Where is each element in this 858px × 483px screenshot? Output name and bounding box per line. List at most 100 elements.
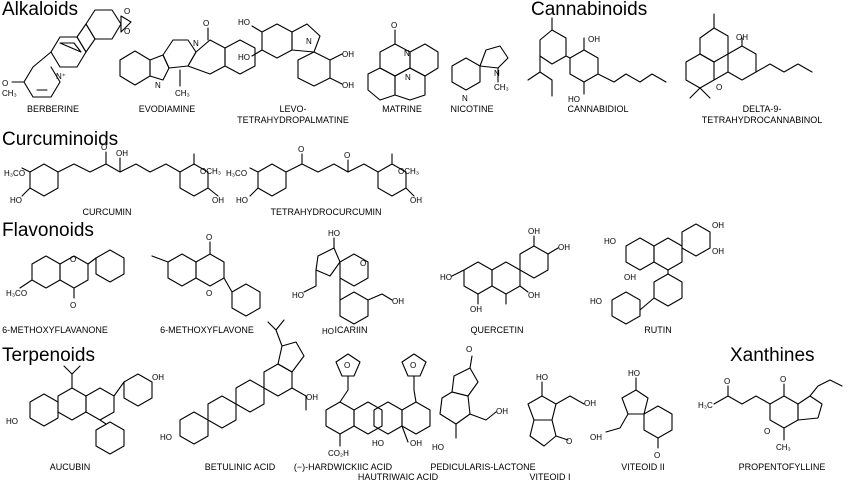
compound-name: 6-METHOXYFLAVONE <box>160 325 254 335</box>
compound-name: TETRAHYDROPALMATINE <box>237 115 349 125</box>
atom-oh: OH <box>590 433 602 442</box>
atom-ho: HO <box>604 237 616 246</box>
atom-o: O <box>124 27 130 36</box>
atom-o: O <box>70 255 76 264</box>
atom-h3c: H₃C <box>698 401 713 410</box>
structure-hautriwaic-acid: O OH HO <box>372 353 431 448</box>
atom-ho: HO <box>328 229 340 238</box>
compound-name: VITEOID II <box>621 462 665 472</box>
compound-name: 6-METHOXYFLAVANONE <box>2 325 108 335</box>
atom-oh: OH <box>342 50 354 59</box>
atom-oh: OH <box>306 393 318 402</box>
atom-ch3: CH₃ <box>175 89 190 98</box>
structure-quercetin: OH OH OH HO OH <box>440 227 570 314</box>
atom-h3co: H₃CO <box>6 289 27 298</box>
group-title-cannabinoids: Cannabinoids <box>531 0 648 20</box>
structure-viteoid-i: HO OH O <box>527 373 596 447</box>
atom-co2h: CO₂H <box>328 449 349 458</box>
atom-o: O <box>203 19 209 28</box>
atom-o: O <box>124 7 130 16</box>
atom-n: N <box>155 81 161 90</box>
atom-oh: OH <box>624 273 636 282</box>
atom-och3: OCH₃ <box>398 167 419 176</box>
atom-oh: OH <box>470 305 482 314</box>
atom-n: N <box>404 49 410 58</box>
atom-ho: HO <box>238 53 250 62</box>
atom-oh: OH <box>712 247 724 256</box>
atom-o: O <box>724 377 730 386</box>
atom-oh: OH <box>584 399 596 408</box>
atom-ho: HO <box>440 273 452 282</box>
compound-name: BERBERINE <box>26 104 80 114</box>
structure-methoxyflavone: O O <box>151 233 261 317</box>
atom-ch3: CH₃ <box>776 443 791 452</box>
atom-oh: OH <box>496 407 508 416</box>
structure-matrine: O N N <box>367 21 439 101</box>
atom-o: O <box>298 145 304 154</box>
group-title-xanthines: Xanthines <box>730 345 815 366</box>
atom-oh: OH <box>712 221 724 230</box>
compound-name: QUERCETIN <box>470 325 524 335</box>
compound-name: NICOTINE <box>450 104 494 114</box>
atom-oh: OH <box>410 439 422 448</box>
atom-ch3: CH₃ <box>494 83 509 92</box>
atom-ho: HO <box>590 297 602 306</box>
atom-h3co: H₃CO <box>226 169 247 178</box>
structure-curcumin: H₃CO HO O OH OCH₃ OH <box>4 143 224 205</box>
compound-name: LEVO- <box>279 104 307 114</box>
structure-levo-thp: HO HO OH OH N <box>238 18 354 90</box>
structure-betulinic-acid: OH HO <box>160 319 318 445</box>
atom-och3: OCH₃ <box>200 167 221 176</box>
structure-rutin: HO OH OH OH HO <box>590 221 724 325</box>
compound-name: (−)-HARDWICKIIC ACID <box>293 462 393 472</box>
atom-ho: HO <box>568 95 580 104</box>
atom-o: O <box>764 427 770 436</box>
structure-propentofylline: O H₃C O CH₃ O <box>698 375 843 452</box>
atom-oh: OH <box>392 297 404 306</box>
atom-o: O <box>2 79 8 88</box>
group-title-curcuminoids: Curcuminoids <box>2 129 119 150</box>
structure-methoxyflavanone: O H₃CO O <box>6 249 125 310</box>
atom-n: N <box>494 69 500 78</box>
atom-oh: OH <box>736 33 748 42</box>
atom-o: O <box>410 361 416 370</box>
atom-oh: OH <box>116 149 128 158</box>
atom-ho: HO <box>432 443 444 452</box>
compound-name: EVODIAMINE <box>138 104 196 114</box>
atom-n: N <box>462 94 468 103</box>
atom-ho: HO <box>292 291 304 300</box>
group-title-flavonoids: Flavonoids <box>2 220 94 241</box>
compound-name: TETRAHYDROCURCUMIN <box>270 207 382 217</box>
structure-cannabidiol: OH HO <box>527 17 667 104</box>
atom-oh: OH <box>410 196 422 205</box>
atom-ho: HO <box>322 327 334 336</box>
atom-oh: OH <box>212 196 224 205</box>
atom-ho: HO <box>372 439 384 448</box>
atom-oh: OH <box>342 81 354 90</box>
group-title-alkaloids: Alkaloids <box>2 0 79 20</box>
atom-ho: HO <box>160 433 172 442</box>
compound-name: PEDICULARIS-LACTONE <box>430 462 536 472</box>
atom-oh: OH <box>152 373 164 382</box>
compound-name: CURCUMIN <box>82 207 132 217</box>
structure-pedicularis-lactone: O OH HO <box>432 345 508 452</box>
compound-name: HAUTRIWAIC ACID <box>357 472 439 482</box>
atom-ho: HO <box>238 18 250 27</box>
compound-name: CANNABIDIOL <box>567 104 629 114</box>
atom-o: O <box>654 451 660 460</box>
atom-o: O <box>466 345 472 354</box>
compound-name: ICARIIN <box>334 325 368 335</box>
atom-h3co: H₃CO <box>4 169 25 178</box>
structure-nicotine: N N CH₃ <box>451 45 509 103</box>
atom-oh: OH <box>528 227 540 236</box>
structure-delta-9-thc: OH O <box>685 13 813 99</box>
compound-name: PROPENTOFYLLINE <box>738 462 826 472</box>
atom-ho: HO <box>536 373 548 382</box>
atom-oh: OH <box>588 35 600 44</box>
atom-ho: HO <box>10 196 22 205</box>
compound-name: TETRAHYDROCANNABINOL <box>701 115 823 125</box>
structure-viteoid-ii: HO OH O <box>590 369 673 460</box>
compound-name: VITEOID I <box>529 472 571 482</box>
atom-n: N <box>193 39 199 48</box>
